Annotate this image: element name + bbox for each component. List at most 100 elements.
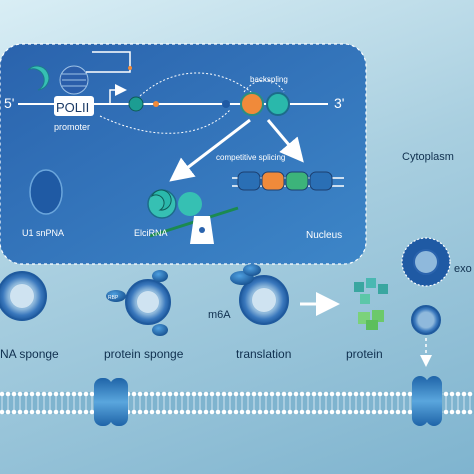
- transcript-marker: [128, 66, 132, 70]
- lipid-head: [245, 409, 251, 415]
- lipid-head: [257, 409, 263, 415]
- lipid-head: [281, 409, 287, 415]
- lipid-head: [89, 409, 95, 415]
- nucleus-label: Nucleus: [306, 230, 342, 241]
- lipid-head: [227, 409, 233, 415]
- lipid-head: [347, 409, 353, 415]
- splice-curve-2: [99, 109, 231, 134]
- u1-label: U1 snPNA: [22, 228, 64, 238]
- lipid-head: [59, 409, 65, 415]
- lipid-head: [59, 391, 65, 397]
- exon-blue-small: [222, 100, 230, 108]
- polii-complex: POLII promoter: [27, 51, 132, 132]
- lipid-head: [149, 391, 155, 397]
- lipid-head: [311, 391, 317, 397]
- lipid-head: [65, 409, 71, 415]
- splice-curve: [139, 72, 261, 101]
- lipid-head: [467, 391, 473, 397]
- lipid-head: [341, 409, 347, 415]
- function-label-na-sponge: NA sponge: [0, 347, 59, 361]
- rbp-icon-1: [106, 290, 126, 302]
- lipid-head: [185, 391, 191, 397]
- lipid-head: [0, 409, 5, 415]
- polii-label: POLII: [56, 100, 89, 115]
- lipid-head: [215, 409, 221, 415]
- lipid-head: [365, 409, 371, 415]
- lipid-head: [377, 409, 383, 415]
- lipid-head: [293, 409, 299, 415]
- competitive-splicing-label: competitive splicing: [216, 153, 285, 162]
- lipid-head: [455, 409, 461, 415]
- lipid-head: [131, 409, 137, 415]
- transcript-loop: [86, 51, 131, 73]
- lipid-head: [41, 409, 47, 415]
- lipid-head: [371, 391, 377, 397]
- membrane-channel-left: [94, 378, 128, 426]
- arrow-to-linear: [266, 119, 304, 163]
- lipid-head: [11, 409, 17, 415]
- cytoplasm-label: Cytoplasm: [402, 151, 454, 163]
- lipid-head: [143, 391, 149, 397]
- lipid-head: [461, 409, 467, 415]
- lipid-head: [233, 409, 239, 415]
- lipid-head: [395, 409, 401, 415]
- u1-protein-top-icon: [27, 65, 50, 91]
- elcirna-label: ElciRNA: [134, 228, 168, 238]
- lipid-head: [215, 391, 221, 397]
- lipid-head: [167, 409, 173, 415]
- lipid-head: [11, 391, 17, 397]
- lipid-head: [287, 409, 293, 415]
- lipid-head: [377, 391, 383, 397]
- lipid-head: [443, 409, 449, 415]
- lipid-head: [209, 409, 215, 415]
- lipid-head: [335, 409, 341, 415]
- lipid-head: [149, 409, 155, 415]
- lipid-head: [173, 391, 179, 397]
- function-label-translation: translation: [236, 347, 291, 361]
- lipid-head: [293, 391, 299, 397]
- lipid-head: [89, 391, 95, 397]
- lipid-head: [311, 409, 317, 415]
- linear-exon-1: [237, 171, 261, 191]
- lipid-head: [383, 391, 389, 397]
- lipid-head: [401, 391, 407, 397]
- lipid-head: [47, 391, 53, 397]
- lipid-head: [23, 409, 29, 415]
- lipid-head: [155, 409, 161, 415]
- lipid-head: [371, 409, 377, 415]
- lipid-head: [203, 409, 209, 415]
- lipid-head: [77, 391, 83, 397]
- lipid-head: [71, 409, 77, 415]
- lipid-head: [161, 409, 167, 415]
- lipid-head: [317, 409, 323, 415]
- translation-ring: [230, 264, 289, 325]
- lipid-head: [359, 409, 365, 415]
- lipid-head: [167, 391, 173, 397]
- lipid-head: [323, 391, 329, 397]
- elcirna-u1-icon: [150, 189, 172, 211]
- lipid-head: [209, 391, 215, 397]
- lipid-head: [179, 391, 185, 397]
- lipid-head: [329, 391, 335, 397]
- lipid-head: [299, 391, 305, 397]
- ribosome-icon-2: [243, 264, 261, 276]
- lipid-head: [29, 409, 35, 415]
- lipid-head: [263, 391, 269, 397]
- lipid-head: [257, 391, 263, 397]
- lipid-head: [275, 409, 281, 415]
- rbp-icon-3: [152, 324, 168, 336]
- lipid-head: [323, 409, 329, 415]
- lipid-head: [5, 391, 11, 397]
- lipid-head: [443, 391, 449, 397]
- lipid-head: [383, 409, 389, 415]
- lipid-head: [407, 391, 413, 397]
- lipid-head: [251, 391, 257, 397]
- lipid-head: [71, 391, 77, 397]
- lipid-head: [41, 391, 47, 397]
- lipid-head: [29, 391, 35, 397]
- lipid-head: [5, 409, 11, 415]
- lipid-head: [287, 391, 293, 397]
- rbp-label: RBP: [108, 295, 119, 301]
- m6a-label: m6A: [208, 309, 231, 321]
- u1-snrna-icon: [29, 169, 63, 215]
